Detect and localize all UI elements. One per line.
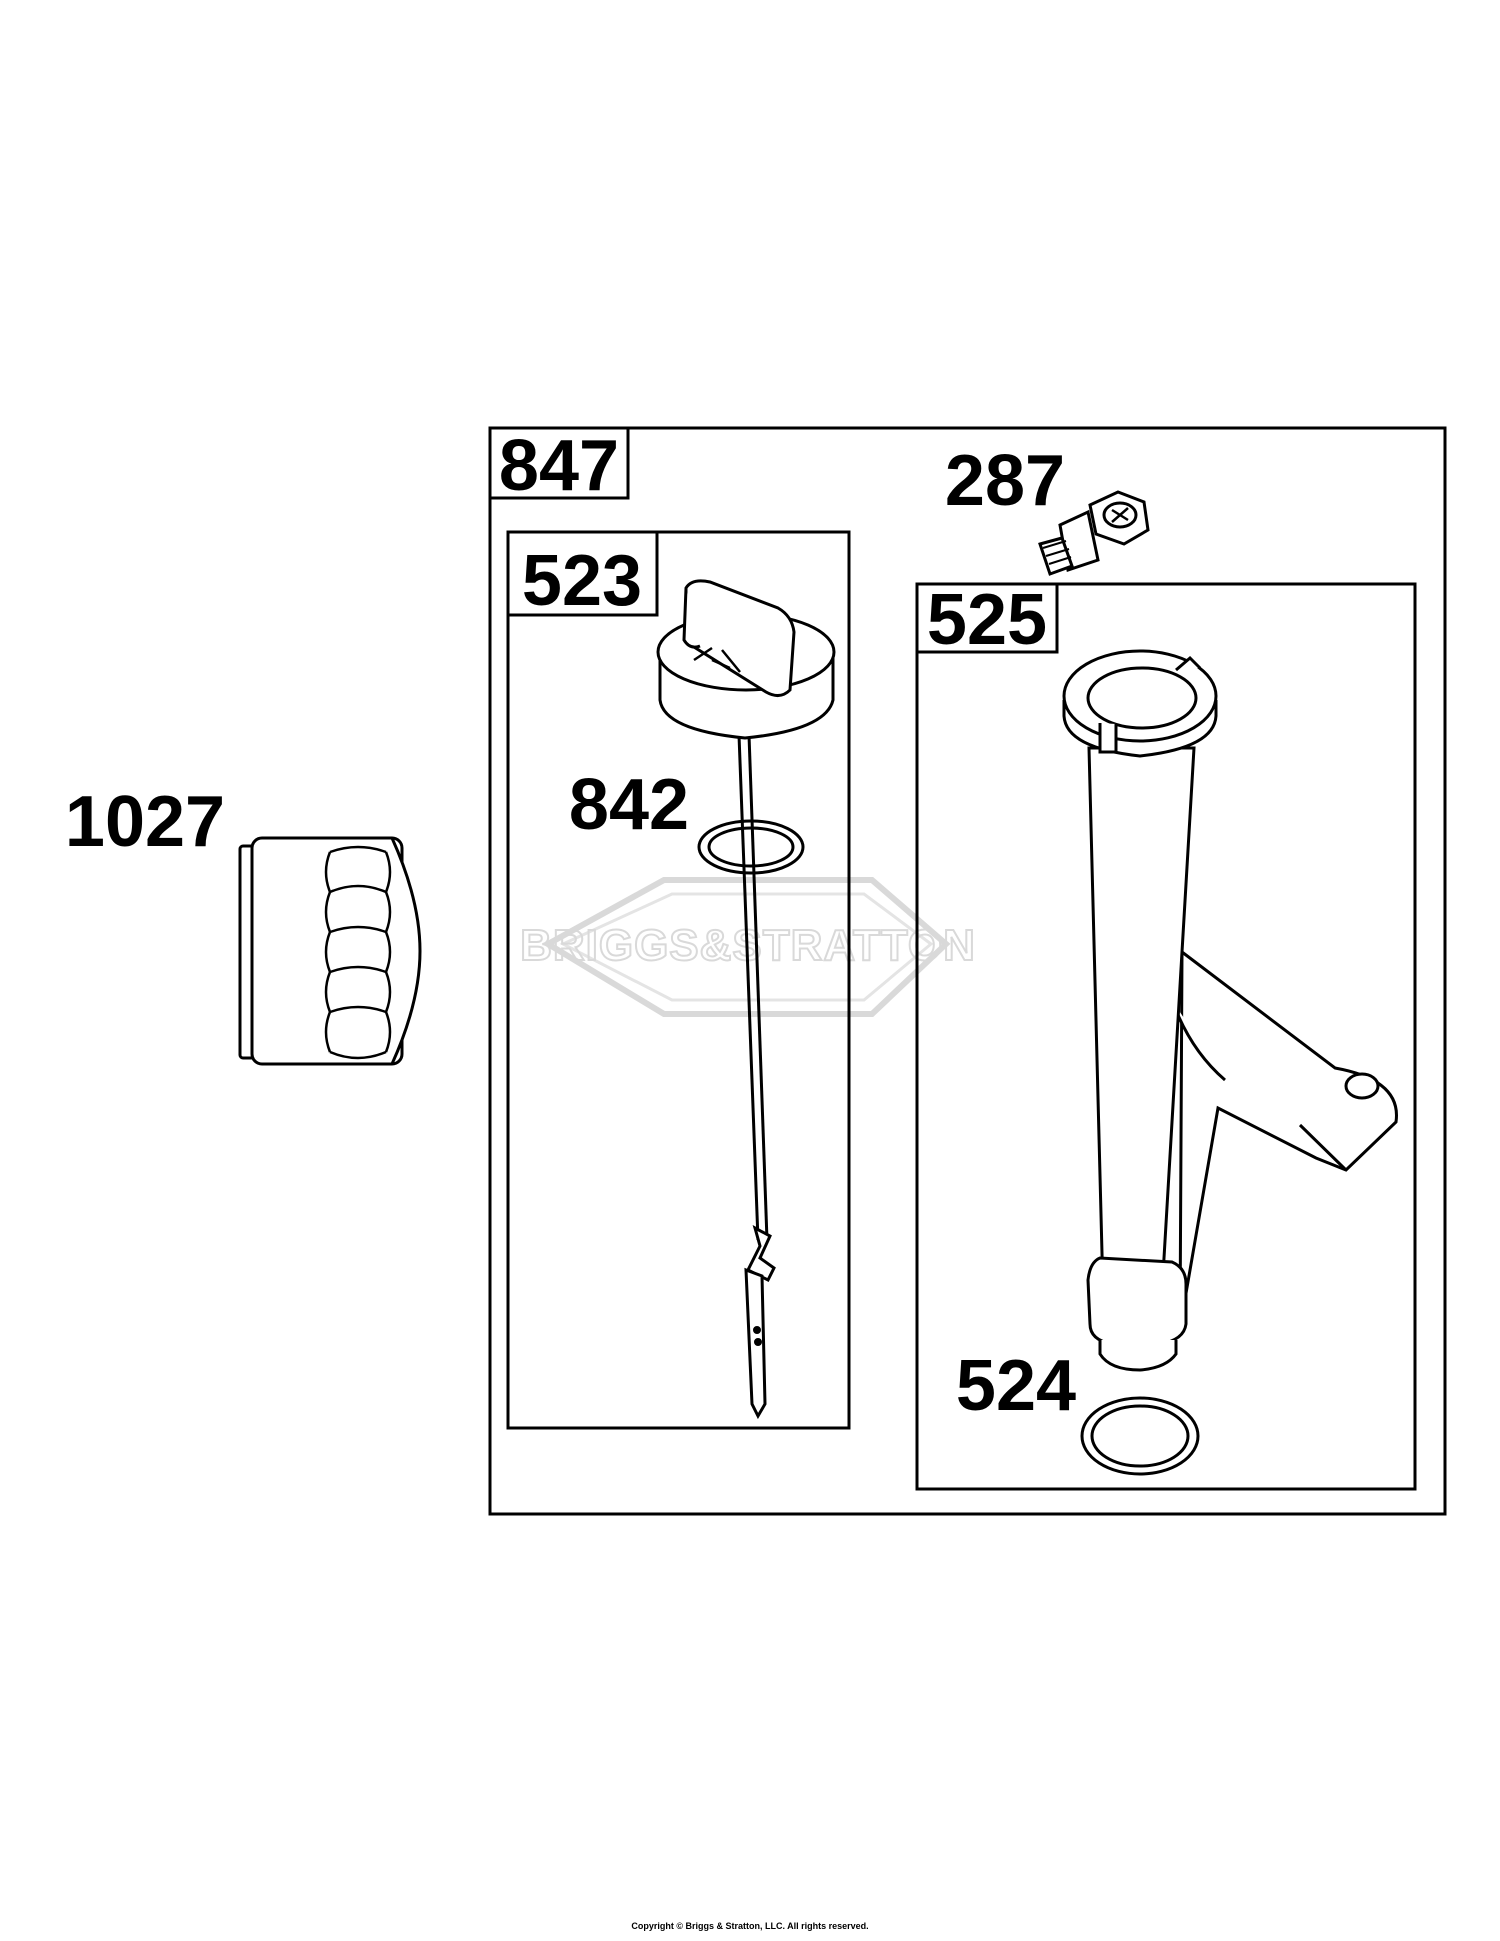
oil-filter-drawing bbox=[238, 836, 422, 1066]
label-box-525 bbox=[915, 582, 1059, 654]
group-box-847 bbox=[488, 426, 1447, 1516]
group-box-523 bbox=[506, 530, 851, 1430]
label-box-523 bbox=[506, 530, 659, 617]
copyright-notice: Copyright © Briggs & Stratton, LLC. All … bbox=[631, 1921, 869, 1931]
part-label-524: 524 bbox=[956, 1346, 1076, 1426]
part-label-287: 287 bbox=[945, 441, 1065, 521]
group-box-525 bbox=[915, 582, 1417, 1491]
part-label-523: 523 bbox=[522, 541, 642, 621]
part-label-842: 842 bbox=[569, 765, 689, 845]
dipstick-tube-drawing bbox=[1062, 649, 1398, 1372]
screw-drawing bbox=[1038, 490, 1150, 576]
dipstick-drawing bbox=[656, 579, 836, 1420]
label-box-847 bbox=[488, 426, 630, 500]
part-label-847: 847 bbox=[499, 426, 619, 506]
o-ring-524-drawing bbox=[1080, 1396, 1200, 1476]
o-ring-842-drawing bbox=[697, 819, 805, 875]
part-label-525: 525 bbox=[927, 580, 1047, 660]
part-label-1027: 1027 bbox=[65, 782, 225, 862]
